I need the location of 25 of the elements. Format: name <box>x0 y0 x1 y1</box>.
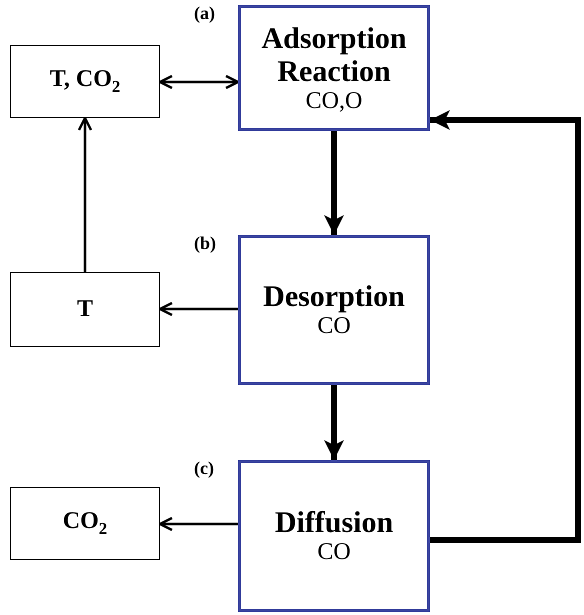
arrow <box>78 116 92 272</box>
box-title: T, CO$_{2}$ <box>50 66 120 97</box>
box-subtitle: CO <box>317 539 351 566</box>
box-title: CO$_{2}$ <box>62 508 108 539</box>
arrow <box>324 385 344 460</box>
arrow <box>430 110 581 543</box>
process-box <box>238 235 430 385</box>
label-box <box>10 272 160 347</box>
box-subtitle: CO <box>317 313 351 340</box>
arrow <box>158 516 238 532</box>
arrow <box>158 302 238 316</box>
box-subtitle: CO,O <box>306 88 362 114</box>
panel-label: (a) <box>194 3 215 24</box>
arrow <box>158 74 240 90</box>
box-title: Desorption <box>263 280 405 314</box>
arrow <box>324 131 344 235</box>
panel-label: (c) <box>194 458 214 479</box>
box-title: T <box>76 296 93 323</box>
process-box <box>238 460 430 612</box>
process-box <box>238 5 430 131</box>
box-title: Diffusion <box>274 506 394 540</box>
label-box <box>10 487 160 560</box>
box-title: Adsorption Reaction <box>260 22 408 88</box>
panel-label: (b) <box>194 233 216 254</box>
label-box <box>10 45 160 118</box>
